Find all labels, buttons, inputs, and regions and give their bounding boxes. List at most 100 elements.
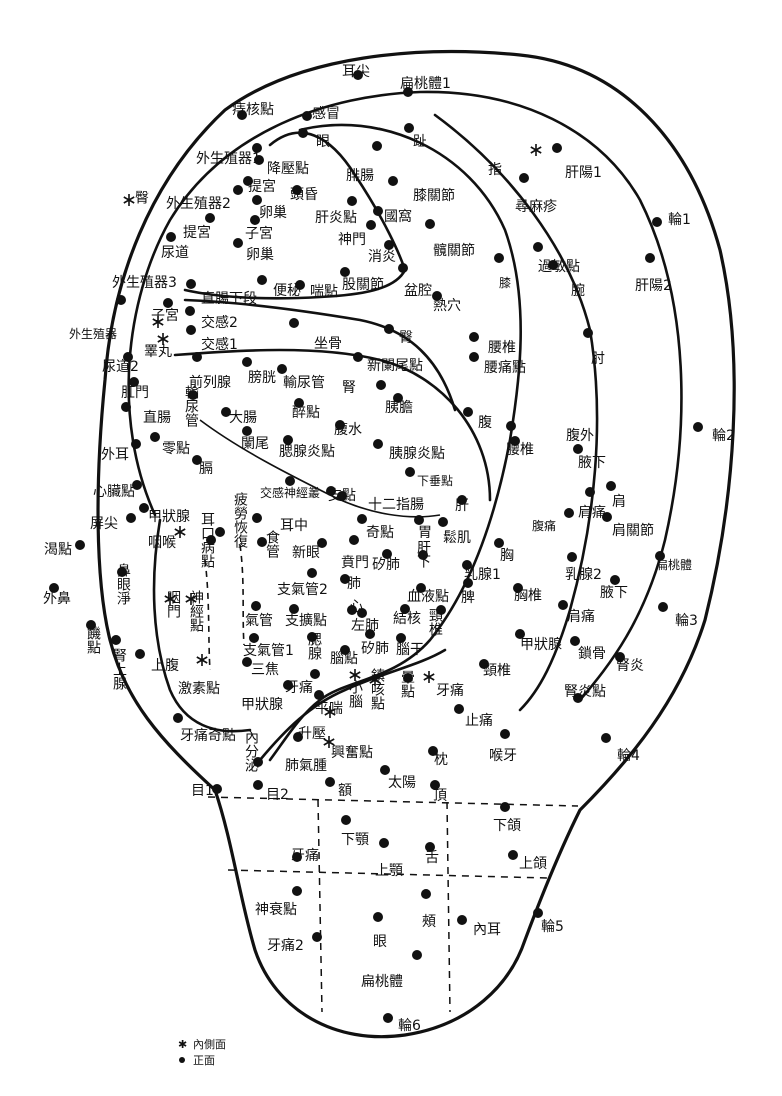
acupoint-dot-mark xyxy=(658,602,668,612)
acupoint-label: 直腸下段 xyxy=(201,290,257,307)
tragus-inner-dash xyxy=(239,544,245,646)
acupoint-dot-mark xyxy=(292,886,302,896)
acupoint-label: 痔核點 xyxy=(232,101,274,118)
acupoint-dot-mark xyxy=(398,263,408,273)
acupoint-dot-mark xyxy=(249,633,259,643)
acupoint-label: 腹 xyxy=(478,414,492,431)
acupoint-label: 消炎 xyxy=(368,249,396,265)
acupoint-label: 鼻眼淨 xyxy=(115,562,131,605)
legend-dot-symbol xyxy=(179,1057,185,1063)
acupoint-label: 零點 xyxy=(162,441,190,457)
acupoint-label: 腹痛 xyxy=(532,518,556,533)
acupoint-label: 肝下 xyxy=(415,540,431,568)
acupoint-dot-mark xyxy=(205,213,215,223)
acupoint-label: 輪3 xyxy=(675,612,698,629)
acupoint-label: 過敏點 xyxy=(538,259,580,275)
acupoint-label: 睪丸 xyxy=(144,344,172,360)
acupoint-label: 輪2 xyxy=(712,427,735,444)
acupoint-dot-mark xyxy=(610,575,620,585)
acupoint-dot-mark xyxy=(285,476,295,486)
acupoint-label: 膈 xyxy=(199,461,213,477)
acupoint-dot-mark xyxy=(242,657,252,667)
acupoint-label: 新闌尾點 xyxy=(367,358,423,374)
acupoint-label: 腎炎 xyxy=(616,658,644,674)
acupoint-label: 腋下 xyxy=(600,585,628,601)
acupoint-label: 熱穴 xyxy=(433,298,461,314)
acupoint-dot-mark xyxy=(206,535,216,545)
acupoint-dot-mark xyxy=(428,746,438,756)
acupoint-dot-mark xyxy=(412,950,422,960)
acupoint-dot-mark xyxy=(349,535,359,545)
acupoint-dot-mark xyxy=(454,704,464,714)
acupoint-dot-mark xyxy=(111,635,121,645)
acupoint-dot-mark xyxy=(310,669,320,679)
acupoint-dot-mark xyxy=(384,324,394,334)
acupoint-dot-mark xyxy=(117,567,127,577)
acupoint-star-mark xyxy=(349,669,361,681)
helix-outline xyxy=(96,49,736,1039)
acupoint-dot-mark xyxy=(365,629,375,639)
acupoint-dot-mark xyxy=(508,850,518,860)
acupoint-dot-mark xyxy=(382,549,392,559)
acupoint-dot-mark xyxy=(326,486,336,496)
acupoint-dot-mark xyxy=(298,128,308,138)
acupoint-dot-mark xyxy=(430,780,440,790)
acupoint-dot-mark xyxy=(573,444,583,454)
acupoint-dot-mark xyxy=(242,426,252,436)
antihelix-outer-ridge xyxy=(433,113,599,712)
acupoint-label: 枕 xyxy=(434,752,448,768)
acupoint-label: 肺氣腫 xyxy=(285,758,327,774)
acupoint-label: 直腸 xyxy=(143,409,171,426)
acupoint-dot-mark xyxy=(325,777,335,787)
acupoint-star-mark xyxy=(196,654,208,666)
acupoint-dot-mark xyxy=(254,155,264,165)
acupoint-dot-mark xyxy=(655,551,665,561)
lobe-grid-v1 xyxy=(317,799,323,1013)
acupoint-label: 胃 xyxy=(418,525,432,541)
acupoint-label: 肩關節 xyxy=(612,522,654,539)
acupoint-dot-mark xyxy=(353,70,363,80)
acupoint-label: 交感神經叢 xyxy=(260,485,320,500)
acupoint-label: 輸尿管 xyxy=(283,375,325,391)
acupoint-label: 血液點 xyxy=(407,589,449,605)
lobe-grid-v2 xyxy=(446,801,451,1013)
acupoint-dot-mark xyxy=(462,560,472,570)
acupoint-dot-mark xyxy=(314,690,324,700)
acupoint-dot-mark xyxy=(283,435,293,445)
acupoint-label: 耳尖 xyxy=(342,64,370,80)
acupoint-label: 外耳 xyxy=(101,447,129,463)
acupoint-dot-mark xyxy=(494,538,504,548)
acupoint-label: 新眼 xyxy=(292,545,320,561)
legend-star-symbol: ✱ xyxy=(178,1038,187,1051)
acupoint-dot-mark xyxy=(552,143,562,153)
acupoint-label: 內分泌 xyxy=(243,730,259,772)
acupoint-label: 趾 xyxy=(413,134,427,150)
acupoint-dot-mark xyxy=(357,608,367,618)
acupoint-label: 小腦 xyxy=(347,680,363,708)
acupoint-dot-mark xyxy=(252,195,262,205)
acupoint-dot-mark xyxy=(252,143,262,153)
acupoint-label: 扁桃體 xyxy=(656,557,692,572)
acupoint-label: 提宮 xyxy=(183,225,211,241)
acupoint-label: 頰 xyxy=(422,914,436,930)
acupoint-label: 頸椎 xyxy=(483,663,511,679)
acupoint-dot-mark xyxy=(75,540,85,550)
acupoint-dot-mark xyxy=(252,513,262,523)
acupoint-dot-mark xyxy=(425,219,435,229)
acupoint-label: 饑點 xyxy=(85,625,101,654)
acupoint-dot-mark xyxy=(436,605,446,615)
acupoint-dot-mark xyxy=(564,508,574,518)
acupoint-label: 胸椎 xyxy=(514,588,542,604)
acupoint-dot-mark xyxy=(357,514,367,524)
acupoint-label: 肩痛 xyxy=(567,608,595,625)
acupoint-dot-mark xyxy=(457,915,467,925)
acupoint-dot-mark xyxy=(416,583,426,593)
acupoint-label: 眼 xyxy=(373,934,387,950)
acupoint-label: 子宮 xyxy=(151,308,179,324)
acupoint-dot-mark xyxy=(192,455,202,465)
acupoint-label: 胰腺炎點 xyxy=(389,446,445,462)
acupoint-dot-mark xyxy=(506,421,516,431)
acupoint-label: 臀 xyxy=(133,190,149,204)
acupoint-dot-mark xyxy=(215,527,225,537)
